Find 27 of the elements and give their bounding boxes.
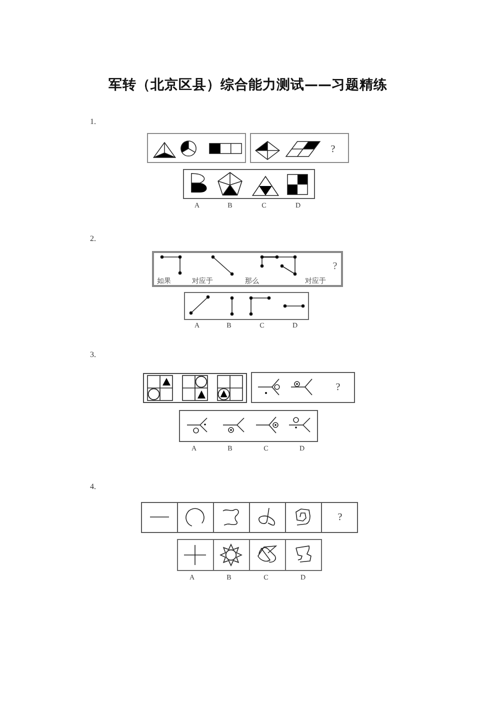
- figure-cell: [177, 502, 214, 533]
- figure-cell: [213, 502, 250, 533]
- figure-panel: [152, 251, 343, 287]
- question-mark: ?: [332, 262, 338, 272]
- figure-cell: [285, 502, 322, 533]
- option-cell: [249, 539, 286, 571]
- figure-panel: [143, 373, 247, 403]
- question-number: 3.: [90, 351, 96, 359]
- question-number: 2.: [90, 235, 96, 243]
- figure-panel: [250, 133, 349, 163]
- option-panel: [184, 292, 309, 320]
- option-cell: [177, 539, 214, 571]
- option-panel: [179, 410, 318, 442]
- question-mark: ?: [338, 513, 342, 523]
- option-cell: [213, 539, 250, 571]
- figure-cell: [249, 502, 286, 533]
- question-number: 4.: [90, 483, 96, 491]
- option-cell: [285, 539, 322, 571]
- figure-panel: [147, 133, 246, 163]
- option-panel: [183, 169, 315, 199]
- figure-cell: [321, 502, 358, 533]
- question-mark: ?: [336, 383, 340, 393]
- question-number: 1.: [90, 118, 96, 126]
- question-mark: ?: [330, 145, 336, 155]
- figure-cell: [141, 502, 178, 533]
- figure-panel: [251, 372, 355, 403]
- page-title: 军转（北京区县）综合能力测试——习题精练: [108, 79, 388, 92]
